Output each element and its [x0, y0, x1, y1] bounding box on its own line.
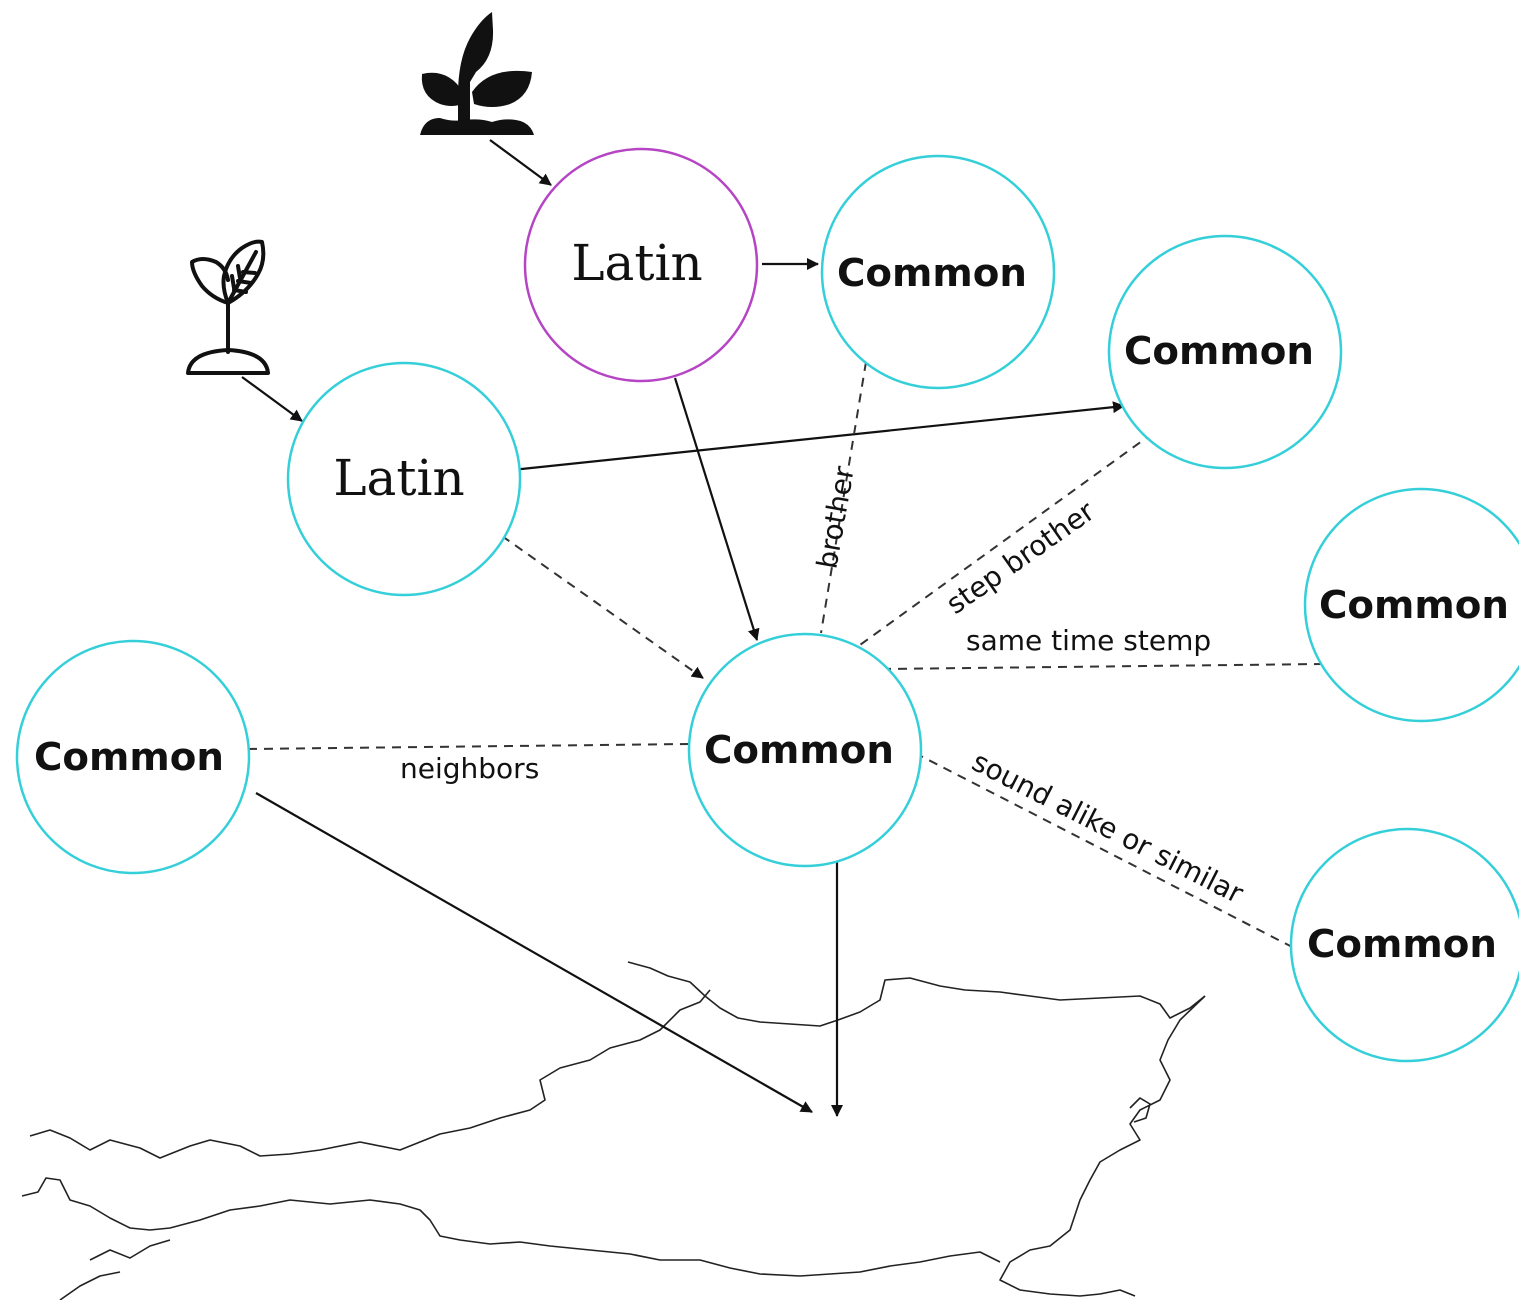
edge-label-brother: brother — [810, 463, 861, 571]
node-common-right-label: Common — [1319, 583, 1509, 627]
node-common-center-label: Common — [704, 728, 894, 772]
node-common-upper-right[interactable]: Common — [1107, 234, 1343, 470]
edge-latin-left-to-common-center — [501, 535, 704, 679]
edge-same-time-stemp — [881, 663, 1323, 670]
node-latin-top-circle — [523, 147, 759, 383]
node-common-center-circle — [687, 632, 923, 868]
node-common-left-label: Common — [34, 735, 224, 779]
edge-label-neighbors: neighbors — [400, 752, 539, 785]
sprout-outline-icon — [186, 239, 270, 375]
sprout-solid-icon — [420, 12, 534, 135]
austria-outline-map — [21, 961, 1206, 1300]
edge-label-step-brother: step brother — [940, 494, 1101, 620]
node-common-lower-right-circle — [1289, 827, 1519, 1063]
node-common-right[interactable]: Common — [1303, 487, 1519, 723]
node-common-right-circle — [1303, 487, 1519, 723]
node-common-upper-right-label: Common — [1124, 329, 1314, 373]
edge-common-left-to-map — [255, 792, 813, 1113]
node-common-top-circle — [820, 154, 1056, 390]
node-common-left[interactable]: Common — [15, 639, 251, 875]
edge-step-brother — [859, 432, 1154, 646]
node-common-lower-right[interactable]: Common — [1289, 827, 1519, 1063]
node-common-top-label: Common — [837, 251, 1027, 295]
edge-neighbors — [247, 743, 690, 750]
edge-latin-top-to-common-center — [673, 377, 760, 641]
edge-leaf-icon-to-latin-left — [241, 376, 303, 422]
node-latin-top-label: Latin — [571, 234, 702, 292]
node-latin-left-circle — [286, 361, 522, 597]
node-common-upper-right-circle — [1107, 234, 1343, 470]
node-latin-top[interactable]: Latin — [523, 147, 759, 383]
edge-sound-alike — [914, 752, 1299, 951]
edge-root-icon-to-latin-top — [489, 139, 552, 186]
node-common-top[interactable]: Common — [820, 154, 1056, 390]
edge-latin-left-to-common-upper-right — [511, 401, 1125, 472]
node-latin-left[interactable]: Latin — [286, 361, 522, 597]
edge-label-same-time-stemp: same time stemp — [966, 624, 1211, 657]
node-common-left-circle — [15, 639, 251, 875]
edge-brother — [820, 361, 867, 634]
node-common-center[interactable]: Common — [687, 632, 923, 868]
edge-label-sound-alike: sound alike or similar — [967, 745, 1249, 911]
node-common-lower-right-label: Common — [1307, 922, 1497, 966]
node-latin-left-label: Latin — [333, 449, 464, 507]
